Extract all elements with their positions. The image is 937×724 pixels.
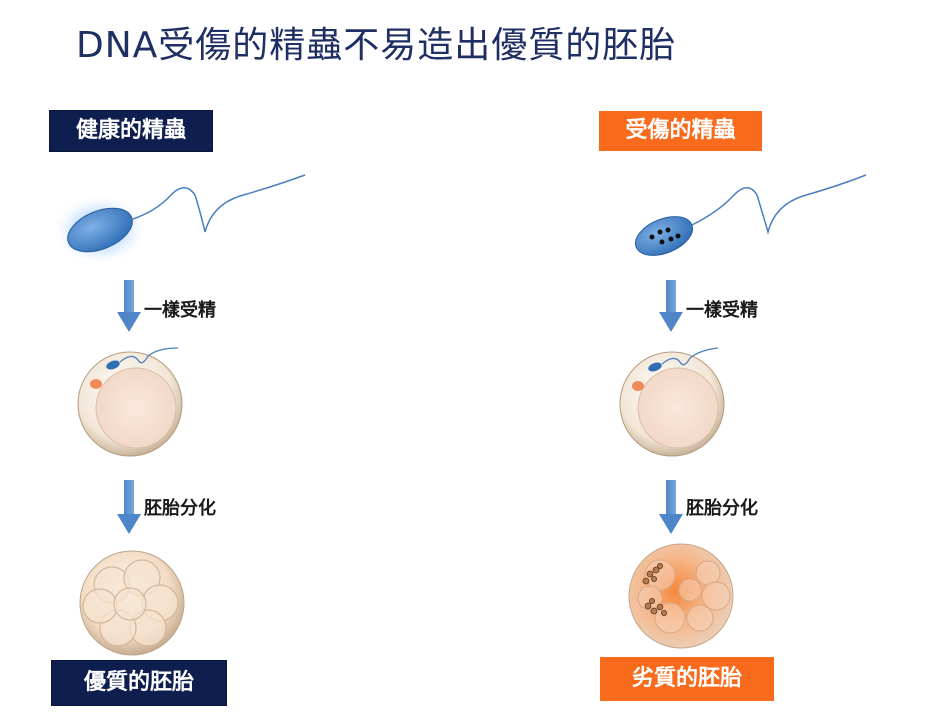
- poor-embryo: [628, 543, 734, 649]
- left-arrow-fertilization: [117, 280, 141, 332]
- damaged-sperm-label: 受傷的精蟲: [599, 111, 762, 151]
- poor-embryo-label: 劣質的胚胎: [600, 657, 774, 701]
- page-title: DNA受傷的精蟲不易造出優質的胚胎: [76, 25, 677, 66]
- right-arrow-fertilization: [659, 280, 683, 332]
- right-fertilization-text: 一樣受精: [686, 300, 758, 321]
- good-embryo-label: 優質的胚胎: [52, 661, 226, 705]
- healthy-sperm-label: 健康的精蟲: [50, 111, 212, 151]
- right-fertilized-egg: [619, 347, 725, 457]
- left-fertilized-egg: [77, 347, 183, 457]
- healthy-sperm: [52, 174, 306, 266]
- left-fertilization-text: 一樣受精: [144, 300, 216, 321]
- right-arrow-differentiation: [659, 480, 683, 534]
- good-embryo: [79, 550, 185, 656]
- left-arrow-differentiation: [117, 480, 141, 534]
- left-differentiation-text: 胚胎分化: [144, 498, 216, 519]
- right-differentiation-text: 胚胎分化: [686, 498, 758, 519]
- damaged-sperm: [634, 174, 867, 256]
